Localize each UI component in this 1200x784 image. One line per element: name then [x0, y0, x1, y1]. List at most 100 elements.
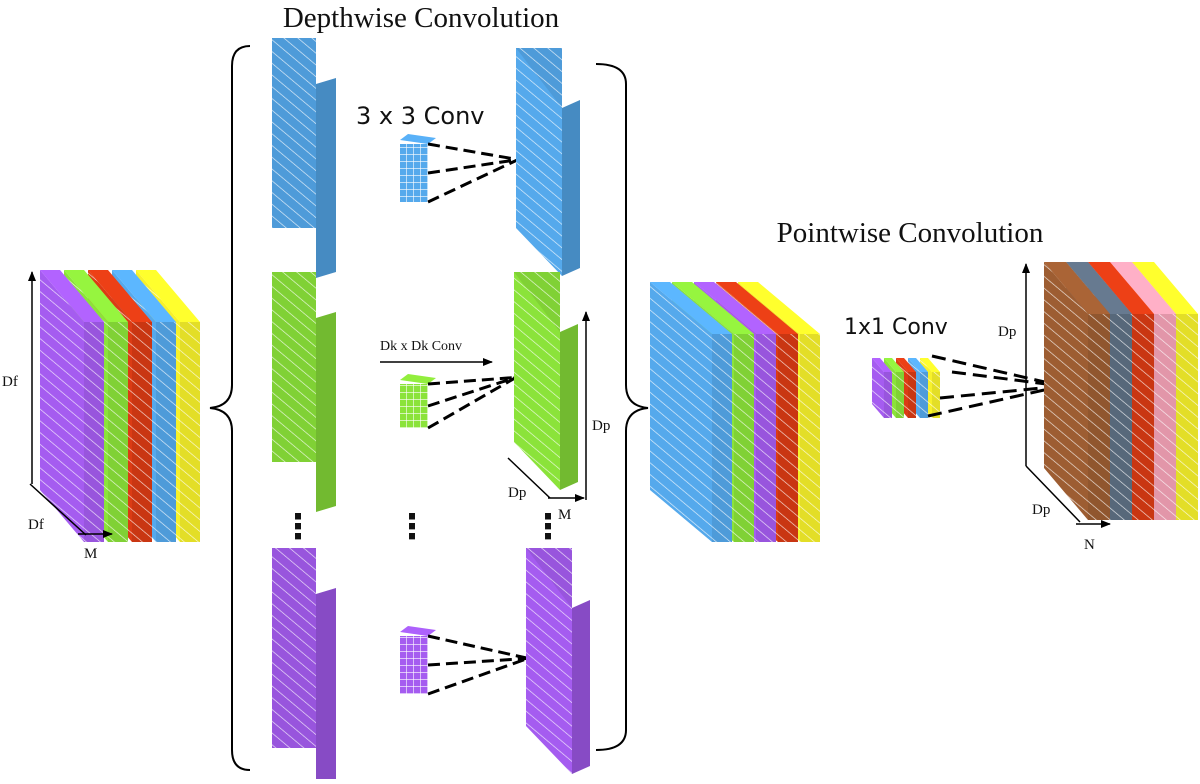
- kernel-1x1-layer-purple-top: [872, 358, 892, 372]
- output-height-label: Dp: [998, 324, 1016, 340]
- input-stack-layer-red-top: [88, 270, 152, 322]
- depthwise-input-slice-blue-front-texture: [272, 38, 316, 228]
- depthwise-output-slice-edge-purple: [572, 600, 590, 774]
- depthwise-kernel-green: [400, 374, 436, 428]
- kernel-1x1-layer-yellow-front-texture: [932, 372, 940, 418]
- depthwise-output-slice-edge-blue: [562, 100, 580, 276]
- kernel-projection-line-blue-2: [427, 158, 519, 204]
- mid-height-label: Dp: [592, 418, 610, 434]
- kernel-grid-green: [400, 384, 428, 428]
- depthwise-input-slice-edge-green: [316, 312, 336, 512]
- input-stack-layer-green-front-texture: [108, 322, 128, 542]
- kernel-1x1-layer-purple-front-texture: [884, 372, 892, 418]
- ellipsis-right: ⋮: [531, 507, 565, 547]
- input-channel-label: M: [84, 546, 97, 562]
- depthwise-input-slice-blue: [272, 38, 316, 228]
- input-stack-layer-red-front-texture: [132, 322, 152, 542]
- depthwise-input-slice-purple: [272, 548, 316, 748]
- middle-stack-layer-blue-front-texture: [712, 334, 732, 542]
- kernel-1x1-stack: [872, 358, 940, 418]
- pointwise-title: Pointwise Convolution: [777, 217, 1044, 249]
- output-stack-layer-brown-front-texture: [1088, 314, 1110, 520]
- pointwise-line-1: [951, 370, 1063, 388]
- depthwise-input-slice-edge-purple: [316, 588, 336, 784]
- middle-stack-layer-red-front-texture: [778, 334, 798, 542]
- pointwise-line-2: [939, 384, 1063, 400]
- middle-stack-layer-blue-top: [650, 282, 732, 334]
- depthwise-input-slice-depth-blue: [316, 78, 336, 278]
- depthwise-slices: [272, 38, 590, 784]
- depthwise-input-slice-green-front-texture: [272, 272, 316, 462]
- right-brace: [595, 63, 649, 751]
- left-brace: [209, 45, 251, 771]
- middle-stack-layer-blue: [650, 282, 732, 542]
- kernel-1x1-layer-red-top: [896, 358, 916, 372]
- depthwise-output-slice-texture-green: [514, 272, 560, 490]
- input-stack-layer-yellow-front-texture: [180, 322, 200, 542]
- depthwise-input-slice-edge-blue: [316, 78, 336, 278]
- middle-stack-layer-red-top: [716, 282, 798, 334]
- output-stack-layer-pink-front-texture: [1154, 314, 1176, 520]
- output-stack-layer-red-top: [1088, 262, 1154, 314]
- depthwise-output-slice-texture-blue: [516, 48, 562, 276]
- kernel-top-green: [400, 374, 436, 384]
- input-stack-layer-yellow-top: [136, 270, 200, 322]
- input-stack-layer-purple: [40, 270, 104, 542]
- kernel-grid-purple: [400, 636, 428, 694]
- kernel-top-blue: [400, 134, 436, 144]
- ellipsis-middle: ⋮: [395, 507, 429, 547]
- kernel-1x1-layer-purple-side-texture: [872, 358, 884, 418]
- depthwise-input-slice-green: [272, 272, 316, 462]
- middle-stack-layer-green-top: [672, 282, 754, 334]
- output-stack-layer-slate-front-texture: [1110, 314, 1132, 520]
- conv3x3-label: 3 x 3 Conv: [356, 102, 484, 130]
- pointwise-line-0: [931, 354, 1063, 388]
- middle-stack-layer-blue-side-texture: [650, 282, 712, 542]
- output-stack-layer-red-front-texture: [1132, 314, 1154, 520]
- output-feature-map-stack: [1044, 262, 1198, 520]
- output-stack-layer-yellow-front-texture: [1176, 314, 1198, 520]
- output-stack-layer-yellow-top: [1132, 262, 1198, 314]
- mid-depth-label: Dp: [508, 485, 526, 501]
- input-depth-label: Df: [28, 517, 44, 533]
- mid-depth-line: [507, 457, 551, 499]
- depthwise-kernel-blue: [400, 134, 436, 202]
- depthwise-input-slice-depth-green: [316, 312, 336, 512]
- depthwise-input-slice-purple-front-texture: [272, 548, 316, 748]
- output-depth-line: [1025, 465, 1081, 523]
- kernel-1x1-layer-green-front-texture: [896, 372, 904, 418]
- kernel-1x1-layer-red-front-texture: [908, 372, 916, 418]
- kernel-1x1-layer-blue-top: [908, 358, 928, 372]
- pointwise-line-3: [927, 384, 1063, 418]
- kernel-1x1-layer-yellow-top: [920, 358, 940, 372]
- kernel-projection-line-green-1: [427, 375, 517, 408]
- input-height-label: Df: [2, 374, 18, 390]
- output-stack-layer-brown-top: [1044, 262, 1110, 314]
- middle-stack-layer-yellow-front-texture: [800, 334, 820, 542]
- kernel-projection-line-purple-2: [427, 656, 529, 696]
- kernel-projection-line-blue-1: [427, 158, 519, 175]
- kernel-top-purple: [400, 626, 436, 636]
- output-stack-layer-brown: [1044, 262, 1110, 520]
- output-stack-layer-pink-top: [1110, 262, 1176, 314]
- conv1x1-label: 1x1 Conv: [844, 315, 948, 340]
- kernel-projection-line-green-0: [427, 375, 517, 386]
- depthwise-output-stack: [650, 282, 820, 542]
- depthwise-input-slice-depth-purple: [316, 588, 336, 784]
- ellipsis-left: ⋮: [281, 507, 315, 547]
- input-stack-layer-blue-top: [112, 270, 176, 322]
- output-stack-layer-slate-top: [1066, 262, 1132, 314]
- depthwise-output-slice-edge-green: [560, 324, 578, 490]
- kernel-1x1-layer-green-top: [884, 358, 904, 372]
- kernel-projection-line-blue-0: [427, 142, 519, 162]
- depthwise-kernel-purple: [400, 626, 436, 694]
- middle-stack-layer-purple-front-texture: [756, 334, 776, 542]
- kernel-1x1-layer-purple: [872, 358, 892, 418]
- mid-channel-label: M: [558, 507, 571, 523]
- input-feature-map-stack: [40, 270, 200, 542]
- kernel-1x1-layer-blue-front-texture: [920, 372, 928, 418]
- input-depth-line: [29, 483, 87, 536]
- input-stack-layer-purple-side-texture: [40, 270, 84, 542]
- kernel-projection-line-purple-1: [427, 656, 529, 667]
- input-stack-layer-purple-top: [40, 270, 104, 322]
